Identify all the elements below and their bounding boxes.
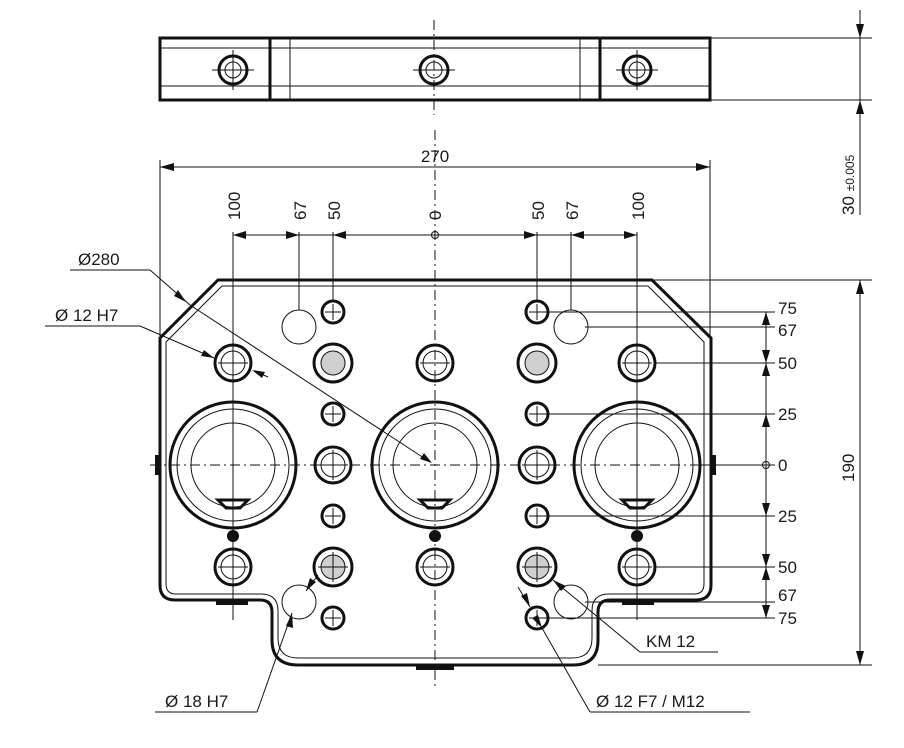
- x-pos-left-100: 100: [225, 192, 244, 220]
- km12-333-363: [312, 342, 354, 384]
- bore-233-363: [213, 343, 253, 383]
- large-bore-left: [168, 400, 298, 530]
- bore-435-363: [415, 343, 455, 383]
- overall-height-label: 190: [839, 454, 858, 482]
- x-pos-right-100: 100: [629, 192, 648, 220]
- callout-km-12-label: KM 12: [646, 632, 695, 651]
- y-pos-top-67: 67: [778, 321, 797, 340]
- y-pos-top-25: 25: [778, 405, 797, 424]
- bore-233-567: [213, 547, 253, 587]
- km12-537-363: [516, 342, 558, 384]
- large-bore-center: [370, 400, 500, 530]
- large-bore-right: [572, 400, 702, 530]
- km12-bushings: [312, 342, 558, 588]
- side-view-outline: [158, 36, 712, 102]
- y-pos-bottom-67: 67: [778, 586, 797, 605]
- callout-diameter-280-label: Ø280: [78, 250, 120, 269]
- callout-km-12: KM 12: [552, 579, 718, 653]
- side-bolt-left: [212, 50, 254, 90]
- y-pos-center-0: 0: [778, 456, 787, 475]
- thickness-label: 30 ±0.005: [839, 154, 858, 215]
- y-pos-top-75: 75: [778, 299, 797, 318]
- bore-537-465: [517, 445, 557, 485]
- y-pos-bottom-75: 75: [778, 609, 797, 628]
- bore-333-465: [313, 445, 353, 485]
- callout-diameter-280: Ø280: [70, 250, 432, 463]
- bore-435-567: [415, 547, 455, 587]
- y-pos-bottom-50: 50: [778, 558, 797, 577]
- callout-bore-18-h7-label: Ø 18 H7: [165, 692, 228, 711]
- thickness-dimension: 30 ±0.005: [710, 10, 872, 215]
- callout-bore-12-h7: Ø 12 H7: [45, 306, 269, 378]
- side-view: [158, 20, 712, 115]
- bore-637-363: [617, 343, 657, 383]
- callout-bore-18-h7: Ø 18 H7: [155, 574, 319, 713]
- callout-bore-12-h7-label: Ø 12 H7: [55, 306, 118, 325]
- km12-537-567: [516, 546, 558, 588]
- black-dots: [227, 530, 643, 542]
- x-pos-left-67: 67: [291, 201, 310, 220]
- y-pos-top-50: 50: [778, 354, 797, 373]
- x-position-dimensions: 100 67 50 0 50 67 100: [225, 192, 648, 620]
- center-lines: [150, 130, 765, 690]
- callout-bore-12-f7-m12: Ø 12 F7 / M12: [517, 586, 750, 713]
- x-pos-right-50: 50: [529, 201, 548, 220]
- x-pos-left-50: 50: [325, 201, 344, 220]
- side-bolt-center: [413, 54, 455, 86]
- side-bolt-right: [616, 50, 658, 90]
- x-pos-right-67: 67: [563, 201, 582, 220]
- y-pos-bottom-25: 25: [778, 507, 797, 526]
- y-position-dimensions: 75 67 50 25 0 25 50 67 75: [545, 299, 797, 628]
- height-dimension: 190: [598, 279, 872, 666]
- callout-bore-12-f7-m12-label: Ø 12 F7 / M12: [596, 692, 705, 711]
- km12-333-567: [312, 546, 354, 588]
